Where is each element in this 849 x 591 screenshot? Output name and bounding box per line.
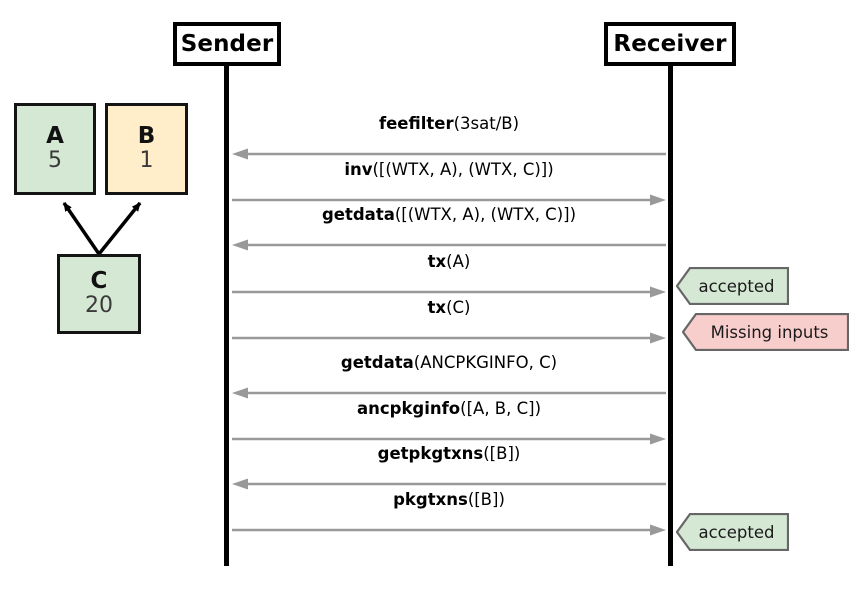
participant-sender: Sender [173, 22, 281, 66]
status-badge-missing-inputs: Missing inputs [682, 313, 849, 351]
message-getpkgtxns: getpkgtxns([B]) [232, 444, 666, 490]
lifeline-receiver [668, 66, 673, 566]
badge-shape-icon [676, 513, 789, 551]
badge-shape-icon [682, 313, 849, 351]
status-badge-accepted-pkgtxns: accepted [676, 513, 789, 551]
tx-a-value: 5 [48, 148, 62, 174]
tx-a-name: A [46, 123, 64, 150]
message-tx: tx(A) [232, 252, 666, 298]
message-ancpkginfo: ancpkginfo([A, B, C]) [232, 399, 666, 445]
message-inv: inv([(WTX, A), (WTX, C)]) [232, 160, 666, 206]
message-label: getdata(ANCPKGINFO, C) [340, 353, 558, 372]
message-arrow [232, 478, 666, 490]
tx-box-b: B 1 [105, 103, 188, 195]
message-feefilter: feefilter(3sat/B) [232, 114, 666, 160]
message-arrow [232, 286, 666, 298]
message-arrow [232, 194, 666, 206]
message-tx: tx(C) [232, 298, 666, 344]
message-arrow [232, 332, 666, 344]
tx-box-a: A 5 [14, 103, 96, 195]
message-label: getdata([(WTX, A), (WTX, C)]) [321, 205, 577, 224]
message-label: tx(C) [427, 298, 471, 317]
badge-label: Missing inputs [710, 322, 829, 342]
message-arrow [232, 387, 666, 399]
lifeline-sender [224, 66, 229, 566]
tx-c-value: 20 [85, 293, 113, 319]
message-getdata: getdata([(WTX, A), (WTX, C)]) [232, 205, 666, 251]
message-getdata: getdata(ANCPKGINFO, C) [232, 353, 666, 399]
badge-shape-icon [676, 267, 789, 305]
message-label: feefilter(3sat/B) [378, 114, 520, 133]
message-label: pkgtxns([B]) [393, 490, 505, 509]
tx-c-name: C [90, 268, 108, 295]
tx-box-c: C 20 [57, 254, 141, 334]
status-badge-accepted-tx-a: accepted [676, 267, 789, 305]
participant-receiver: Receiver [604, 22, 736, 66]
message-label: getpkgtxns([B]) [377, 444, 521, 463]
tx-b-name: B [137, 123, 156, 150]
message-pkgtxns: pkgtxns([B]) [232, 490, 666, 536]
tx-b-value: 1 [139, 148, 154, 174]
message-arrow [232, 148, 666, 160]
badge-label: accepted [698, 522, 775, 542]
badge-label: accepted [698, 276, 775, 296]
message-arrow [232, 433, 666, 445]
message-arrow [232, 524, 666, 536]
message-label: tx(A) [427, 252, 471, 271]
message-label: ancpkginfo([A, B, C]) [356, 399, 542, 418]
message-label: inv([(WTX, A), (WTX, C)]) [344, 160, 554, 179]
message-arrow [232, 239, 666, 251]
